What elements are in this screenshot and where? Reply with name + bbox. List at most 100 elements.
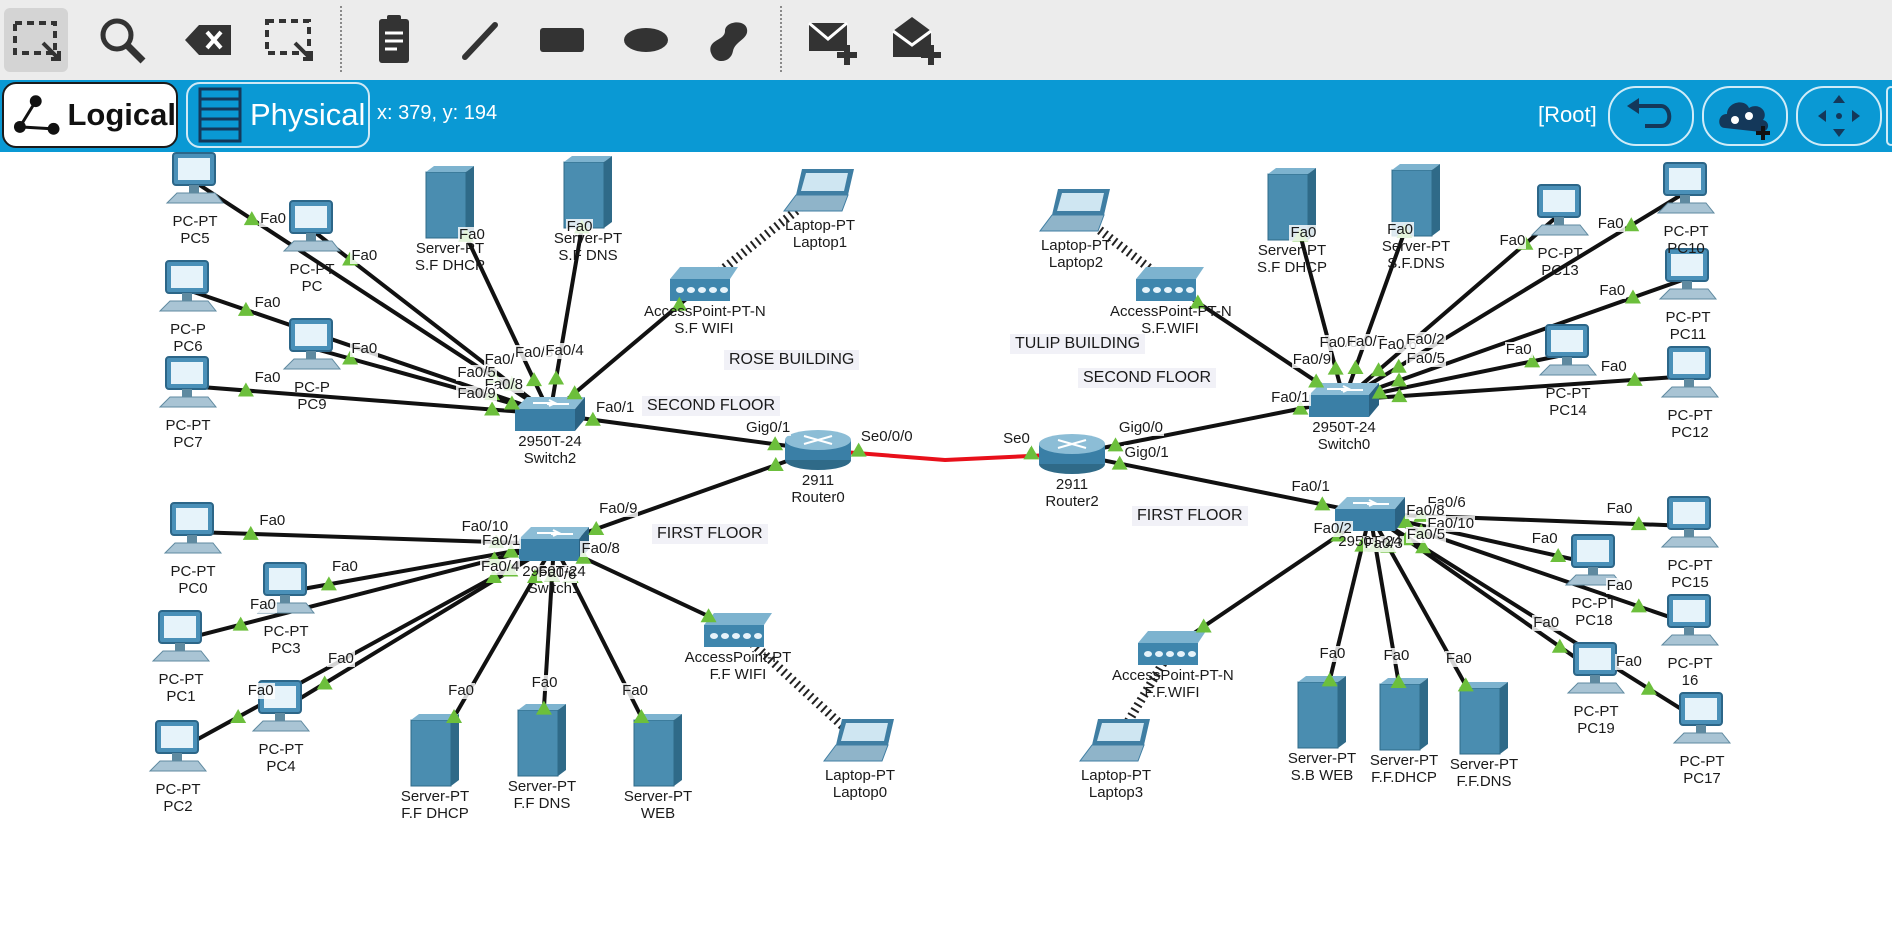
device-model-label: PC-PT: [1545, 385, 1591, 402]
port-label: Fa0: [1605, 500, 1634, 518]
logical-view-button[interactable]: Logical: [2, 82, 178, 148]
pc-device-PC15[interactable]: [1660, 496, 1720, 548]
pc-device-PC19[interactable]: [1566, 642, 1626, 694]
server-device-FFDHCP_R[interactable]: [410, 714, 459, 787]
pc-device-PC12[interactable]: [1660, 346, 1720, 398]
laptop-device-Laptop2[interactable]: [1039, 189, 1110, 232]
move-object-button[interactable]: [1796, 86, 1882, 146]
place-note-icon: [379, 15, 409, 63]
pc-device-PC13[interactable]: [1530, 184, 1590, 236]
resize-tool-button[interactable]: [258, 8, 322, 72]
device-name-label: F.F DNS: [513, 795, 571, 812]
device-model-label: Server-PT: [1449, 756, 1519, 773]
draw-freeform-button[interactable]: [696, 8, 760, 72]
server-device-WEB_R[interactable]: [633, 714, 682, 787]
device-name-label: PC3: [271, 640, 301, 657]
device-model-label: PC-PT: [263, 623, 309, 640]
server-device-FFDHCP_T[interactable]: [1379, 678, 1428, 751]
area-note-label[interactable]: FIRST FLOOR: [652, 524, 768, 544]
physical-view-button[interactable]: Physical: [186, 82, 370, 148]
pc-device-PC16[interactable]: [1660, 594, 1720, 646]
pc-device-PC7[interactable]: [158, 356, 218, 408]
delete-tool-button[interactable]: [176, 8, 240, 72]
port-label: Fa0/10: [460, 518, 510, 536]
area-note-label[interactable]: TULIP BUILDING: [1010, 334, 1146, 354]
switch-device-Switch1[interactable]: [519, 527, 589, 561]
area-note-label[interactable]: FIRST FLOOR: [1132, 506, 1248, 526]
pc-device-PC14[interactable]: [1538, 324, 1598, 376]
area-note-label[interactable]: SECOND FLOOR: [1078, 368, 1217, 388]
pc-device-PC2[interactable]: [148, 720, 208, 772]
switch-device-Switch2[interactable]: [515, 397, 585, 431]
physical-rack-icon: [198, 87, 242, 143]
port-label: Fa0/9: [1291, 351, 1333, 369]
pc-device-PC1[interactable]: [151, 610, 211, 662]
ap-device-SFWIFI_T[interactable]: [1136, 267, 1204, 301]
pc-device-PC10[interactable]: [1656, 162, 1716, 214]
laptop-device-Laptop3[interactable]: [1079, 719, 1150, 762]
device-model-label: Server-PT: [553, 230, 623, 247]
port-label: Fa0: [530, 673, 559, 691]
back-button[interactable]: [1608, 86, 1694, 146]
pc-device-PC17[interactable]: [1672, 692, 1732, 744]
area-note-label[interactable]: ROSE BUILDING: [724, 350, 860, 370]
root-breadcrumb[interactable]: [Root]: [1538, 102, 1597, 127]
port-label: Fa0: [1599, 358, 1628, 376]
pc-device-PC18[interactable]: [1564, 534, 1624, 586]
inspect-icon: [100, 18, 146, 64]
port-label: Fa0: [1532, 614, 1561, 632]
main-toolbar: [0, 0, 1892, 81]
pc-device-PC0[interactable]: [163, 502, 223, 554]
device-model-label: PC-PT: [1667, 407, 1713, 424]
server-device-FFDNS_T[interactable]: [1459, 682, 1508, 755]
device-name-label: PC15: [1671, 574, 1709, 591]
router-device-Router2[interactable]: [1039, 434, 1105, 474]
laptop-device-Laptop0[interactable]: [823, 719, 894, 762]
draw-ellipse-button[interactable]: [614, 8, 678, 72]
place-note-button[interactable]: [362, 8, 426, 72]
server-device-FFDNS_R[interactable]: [517, 704, 566, 777]
add-complex-pdu-button[interactable]: [884, 8, 948, 72]
select-tool-button[interactable]: [4, 8, 68, 72]
pc-device-PC6[interactable]: [158, 260, 218, 312]
switch-device-Switch0[interactable]: [1309, 383, 1379, 417]
device-model-label: 2950T-24: [518, 433, 582, 450]
port-status-triangle: [767, 436, 784, 451]
pc-device-PC11[interactable]: [1658, 248, 1718, 300]
pc-device-PC8[interactable]: [282, 200, 342, 252]
device-name-label: 16: [1681, 672, 1699, 689]
server-device-SFDNS_R[interactable]: [563, 156, 612, 229]
navbar-overflow-button[interactable]: [1886, 86, 1892, 146]
router-device-Router0[interactable]: [785, 430, 851, 470]
device-name-label: Switch0: [1317, 436, 1371, 453]
ap-device-SFWIFI_R[interactable]: [670, 267, 738, 301]
draw-rectangle-button[interactable]: [530, 8, 594, 72]
area-note-label[interactable]: SECOND FLOOR: [642, 396, 781, 416]
device-model-label: Server-PT: [623, 788, 693, 805]
add-simple-pdu-button[interactable]: [800, 8, 864, 72]
ap-device-FFWIFI_R[interactable]: [704, 613, 772, 647]
laptop-device-Laptop1[interactable]: [783, 169, 854, 212]
device-model-label: Laptop-PT: [1040, 237, 1112, 254]
port-status-triangle: [1321, 672, 1338, 687]
port-status-triangle: [548, 370, 565, 385]
device-name-label: Laptop0: [832, 784, 888, 801]
new-cluster-button[interactable]: [1702, 86, 1788, 146]
pc-device-PC5[interactable]: [165, 152, 225, 204]
device-name-label: S.F DNS: [558, 247, 618, 264]
server-device-SBWEB[interactable]: [1297, 676, 1346, 749]
device-model-label: 2950T-24: [1312, 419, 1376, 436]
pc-device-PC9[interactable]: [282, 318, 342, 370]
draw-line-button[interactable]: [448, 8, 512, 72]
inspect-tool-button[interactable]: [90, 8, 154, 72]
device-model-label: PC-PT: [170, 563, 216, 580]
device-model-label: PC-PT: [1571, 595, 1617, 612]
ap-device-FFWIFI_T[interactable]: [1138, 631, 1206, 665]
